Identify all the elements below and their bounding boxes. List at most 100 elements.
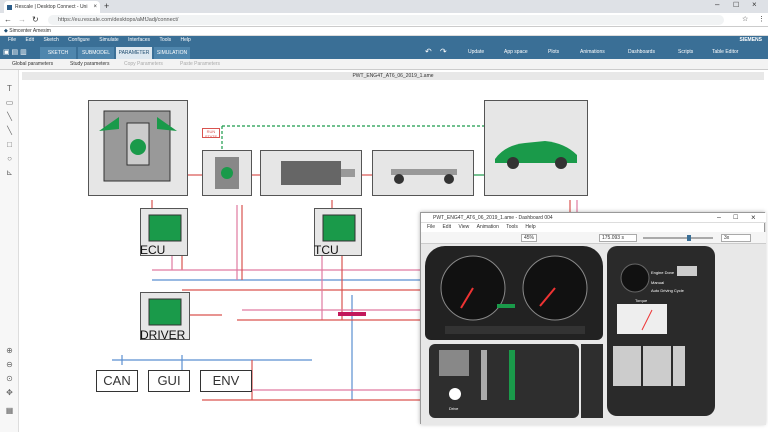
document-tab[interactable]: PWT_ENG4T_AT6_06_2019_1.ame bbox=[22, 72, 764, 80]
dash-menu-edit[interactable]: Edit bbox=[442, 224, 452, 230]
forward-icon[interactable]: → bbox=[18, 15, 26, 24]
close-icon[interactable]: × bbox=[752, 0, 757, 9]
update-button[interactable]: Update bbox=[468, 49, 485, 55]
engine-icon bbox=[99, 110, 177, 182]
chassis-block[interactable] bbox=[372, 150, 474, 196]
address-bar: ← → ↻ https://eu.rescale.com/desktops/aM… bbox=[0, 13, 768, 27]
dash-menu-animation[interactable]: Animation bbox=[476, 224, 499, 230]
tcu-label: TCU bbox=[314, 243, 339, 257]
can-block[interactable]: CAN bbox=[96, 370, 138, 392]
menu-icon[interactable]: ⋮ bbox=[758, 16, 765, 23]
tcu-icon bbox=[322, 214, 356, 242]
minimize-icon[interactable]: – bbox=[715, 0, 720, 9]
small-panel bbox=[581, 344, 603, 418]
menu-configure[interactable]: Configure bbox=[68, 37, 90, 43]
dash-menu-help[interactable]: Help bbox=[525, 224, 536, 230]
app-titlebar: ◆ Simcenter Amesim bbox=[0, 27, 768, 36]
tab-sketch[interactable]: SKETCH bbox=[40, 47, 76, 59]
left-toolbar: T ▭ ╲ ╲ □ ○ ⊾ ⊕ ⊖ ⊙ ✥ ▦ bbox=[0, 70, 19, 432]
dashboard-window[interactable]: PWT_ENG4T_AT6_06_2019_1.ame - Dashboard … bbox=[420, 212, 766, 425]
tab-favicon-icon bbox=[7, 4, 12, 10]
pan-icon[interactable]: ✥ bbox=[6, 388, 13, 397]
brand-label: SIEMENS bbox=[739, 37, 762, 43]
dashboard-toolbar: 45% 175.093 s 3x bbox=[421, 232, 766, 244]
auto-label: Auto Driving Cycle bbox=[651, 288, 684, 293]
grid-icon[interactable]: ▦ bbox=[5, 406, 14, 415]
control-panel: Engine Done Manual Auto Driving Cycle To… bbox=[607, 246, 715, 416]
tab-parameter[interactable]: PARAMETER bbox=[116, 47, 152, 59]
star-icon[interactable]: ☆ bbox=[742, 16, 749, 23]
copy-parameters-button[interactable]: Copy Parameters bbox=[124, 61, 163, 67]
tcu-block[interactable] bbox=[314, 208, 362, 256]
gui-block[interactable]: GUI bbox=[148, 370, 190, 392]
tab-close-icon[interactable]: × bbox=[93, 4, 97, 10]
dash-time-field[interactable]: 175.093 s bbox=[599, 234, 637, 242]
drive-label: Drive bbox=[449, 406, 459, 411]
tab-simulation[interactable]: SIMULATION bbox=[154, 47, 190, 59]
dash-menu-file[interactable]: File bbox=[427, 224, 436, 230]
animations-button[interactable]: Animations bbox=[580, 49, 605, 55]
dash-speed-select[interactable]: 3x bbox=[721, 234, 751, 242]
app-space-button[interactable]: App space bbox=[504, 49, 528, 55]
url-field[interactable]: https://eu.rescale.com/desktops/aMfJadj/… bbox=[48, 15, 724, 25]
ecu-block[interactable] bbox=[140, 208, 188, 256]
table-editor-button[interactable]: Table Editor bbox=[712, 49, 739, 55]
line-tool-icon[interactable]: ╲ bbox=[7, 112, 12, 121]
dash-close-icon[interactable]: × bbox=[751, 213, 756, 222]
dash-minimize-icon[interactable]: – bbox=[717, 214, 721, 221]
new-tab-icon[interactable]: + bbox=[104, 1, 110, 11]
dashboards-button[interactable]: Dashboards bbox=[628, 49, 655, 55]
dashboard-title: PWT_ENG4T_AT6_06_2019_1.ame - Dashboard … bbox=[421, 213, 766, 223]
text-tool-icon[interactable]: T bbox=[7, 84, 12, 93]
dash-zoom-level[interactable]: 45% bbox=[521, 234, 538, 242]
browser-tab[interactable]: Rescale | Desktop Connect - Uni × bbox=[4, 1, 100, 13]
driver-label: DRIVER bbox=[140, 328, 186, 342]
cylinder-block[interactable] bbox=[202, 150, 252, 196]
zoom-out-icon[interactable]: ⊖ bbox=[6, 360, 13, 369]
reload-icon[interactable]: ↻ bbox=[32, 15, 39, 24]
gearbox-block[interactable] bbox=[260, 150, 362, 196]
tab-title: Rescale | Desktop Connect - Uni bbox=[15, 4, 88, 10]
polyline-tool-icon[interactable]: ⊾ bbox=[6, 168, 13, 177]
browser-tabbar: Rescale | Desktop Connect - Uni × + – ☐ … bbox=[0, 0, 768, 13]
dash-menu-view[interactable]: View bbox=[458, 224, 470, 230]
driver-block[interactable] bbox=[140, 292, 190, 340]
menu-help[interactable]: Help bbox=[180, 37, 191, 43]
menu-edit[interactable]: Edit bbox=[25, 37, 35, 43]
tab-submodel[interactable]: SUBMODEL bbox=[78, 47, 114, 59]
menu-interfaces[interactable]: Interfaces bbox=[128, 37, 151, 43]
chassis-icon bbox=[391, 169, 457, 184]
scripts-button[interactable]: Scripts bbox=[678, 49, 694, 55]
menu-tools[interactable]: Tools bbox=[159, 37, 172, 43]
driver-icon bbox=[148, 298, 182, 326]
menu-simulate[interactable]: Simulate bbox=[99, 37, 119, 43]
ellipse-tool-icon[interactable]: ○ bbox=[7, 154, 12, 163]
back-icon[interactable]: ← bbox=[4, 15, 12, 24]
undo-icon[interactable]: ↶ bbox=[425, 47, 432, 56]
env-block[interactable]: ENV bbox=[200, 370, 252, 392]
dashboard-menu: File Edit View Animation Tools Help bbox=[421, 223, 766, 232]
rect-tool-icon[interactable]: □ bbox=[7, 140, 12, 149]
zoom-in-icon[interactable]: ⊕ bbox=[6, 346, 13, 355]
paste-parameters-button[interactable]: Paste Parameters bbox=[180, 61, 221, 67]
zoom-fit-icon[interactable]: ⊙ bbox=[6, 374, 13, 383]
study-parameters-button[interactable]: Study parameters bbox=[70, 61, 110, 67]
menu-file[interactable]: File bbox=[8, 37, 17, 43]
bus-connector bbox=[338, 312, 366, 316]
dash-time-slider[interactable] bbox=[643, 235, 713, 241]
line2-tool-icon[interactable]: ╲ bbox=[7, 126, 12, 135]
vehicle-block[interactable] bbox=[484, 100, 588, 196]
redo-icon[interactable]: ↷ bbox=[440, 47, 447, 56]
image-tool-icon[interactable]: ▭ bbox=[5, 98, 14, 107]
ribbon: ▣ ▤ ▥ SKETCH SUBMODEL PARAMETER SIMULATI… bbox=[0, 45, 768, 59]
engine-block[interactable] bbox=[88, 100, 188, 196]
global-parameters-button[interactable]: Global parameters bbox=[12, 61, 54, 67]
car-icon bbox=[495, 141, 577, 169]
engine-done-label: Engine Done bbox=[651, 270, 675, 275]
maximize-icon[interactable]: ☐ bbox=[733, 2, 740, 9]
plots-button[interactable]: Plots bbox=[548, 49, 560, 55]
dash-maximize-icon[interactable]: ☐ bbox=[733, 215, 739, 221]
menu-sketch[interactable]: Sketch bbox=[43, 37, 59, 43]
dash-menu-tools[interactable]: Tools bbox=[506, 224, 518, 230]
ecu-label: ECU bbox=[140, 243, 166, 257]
